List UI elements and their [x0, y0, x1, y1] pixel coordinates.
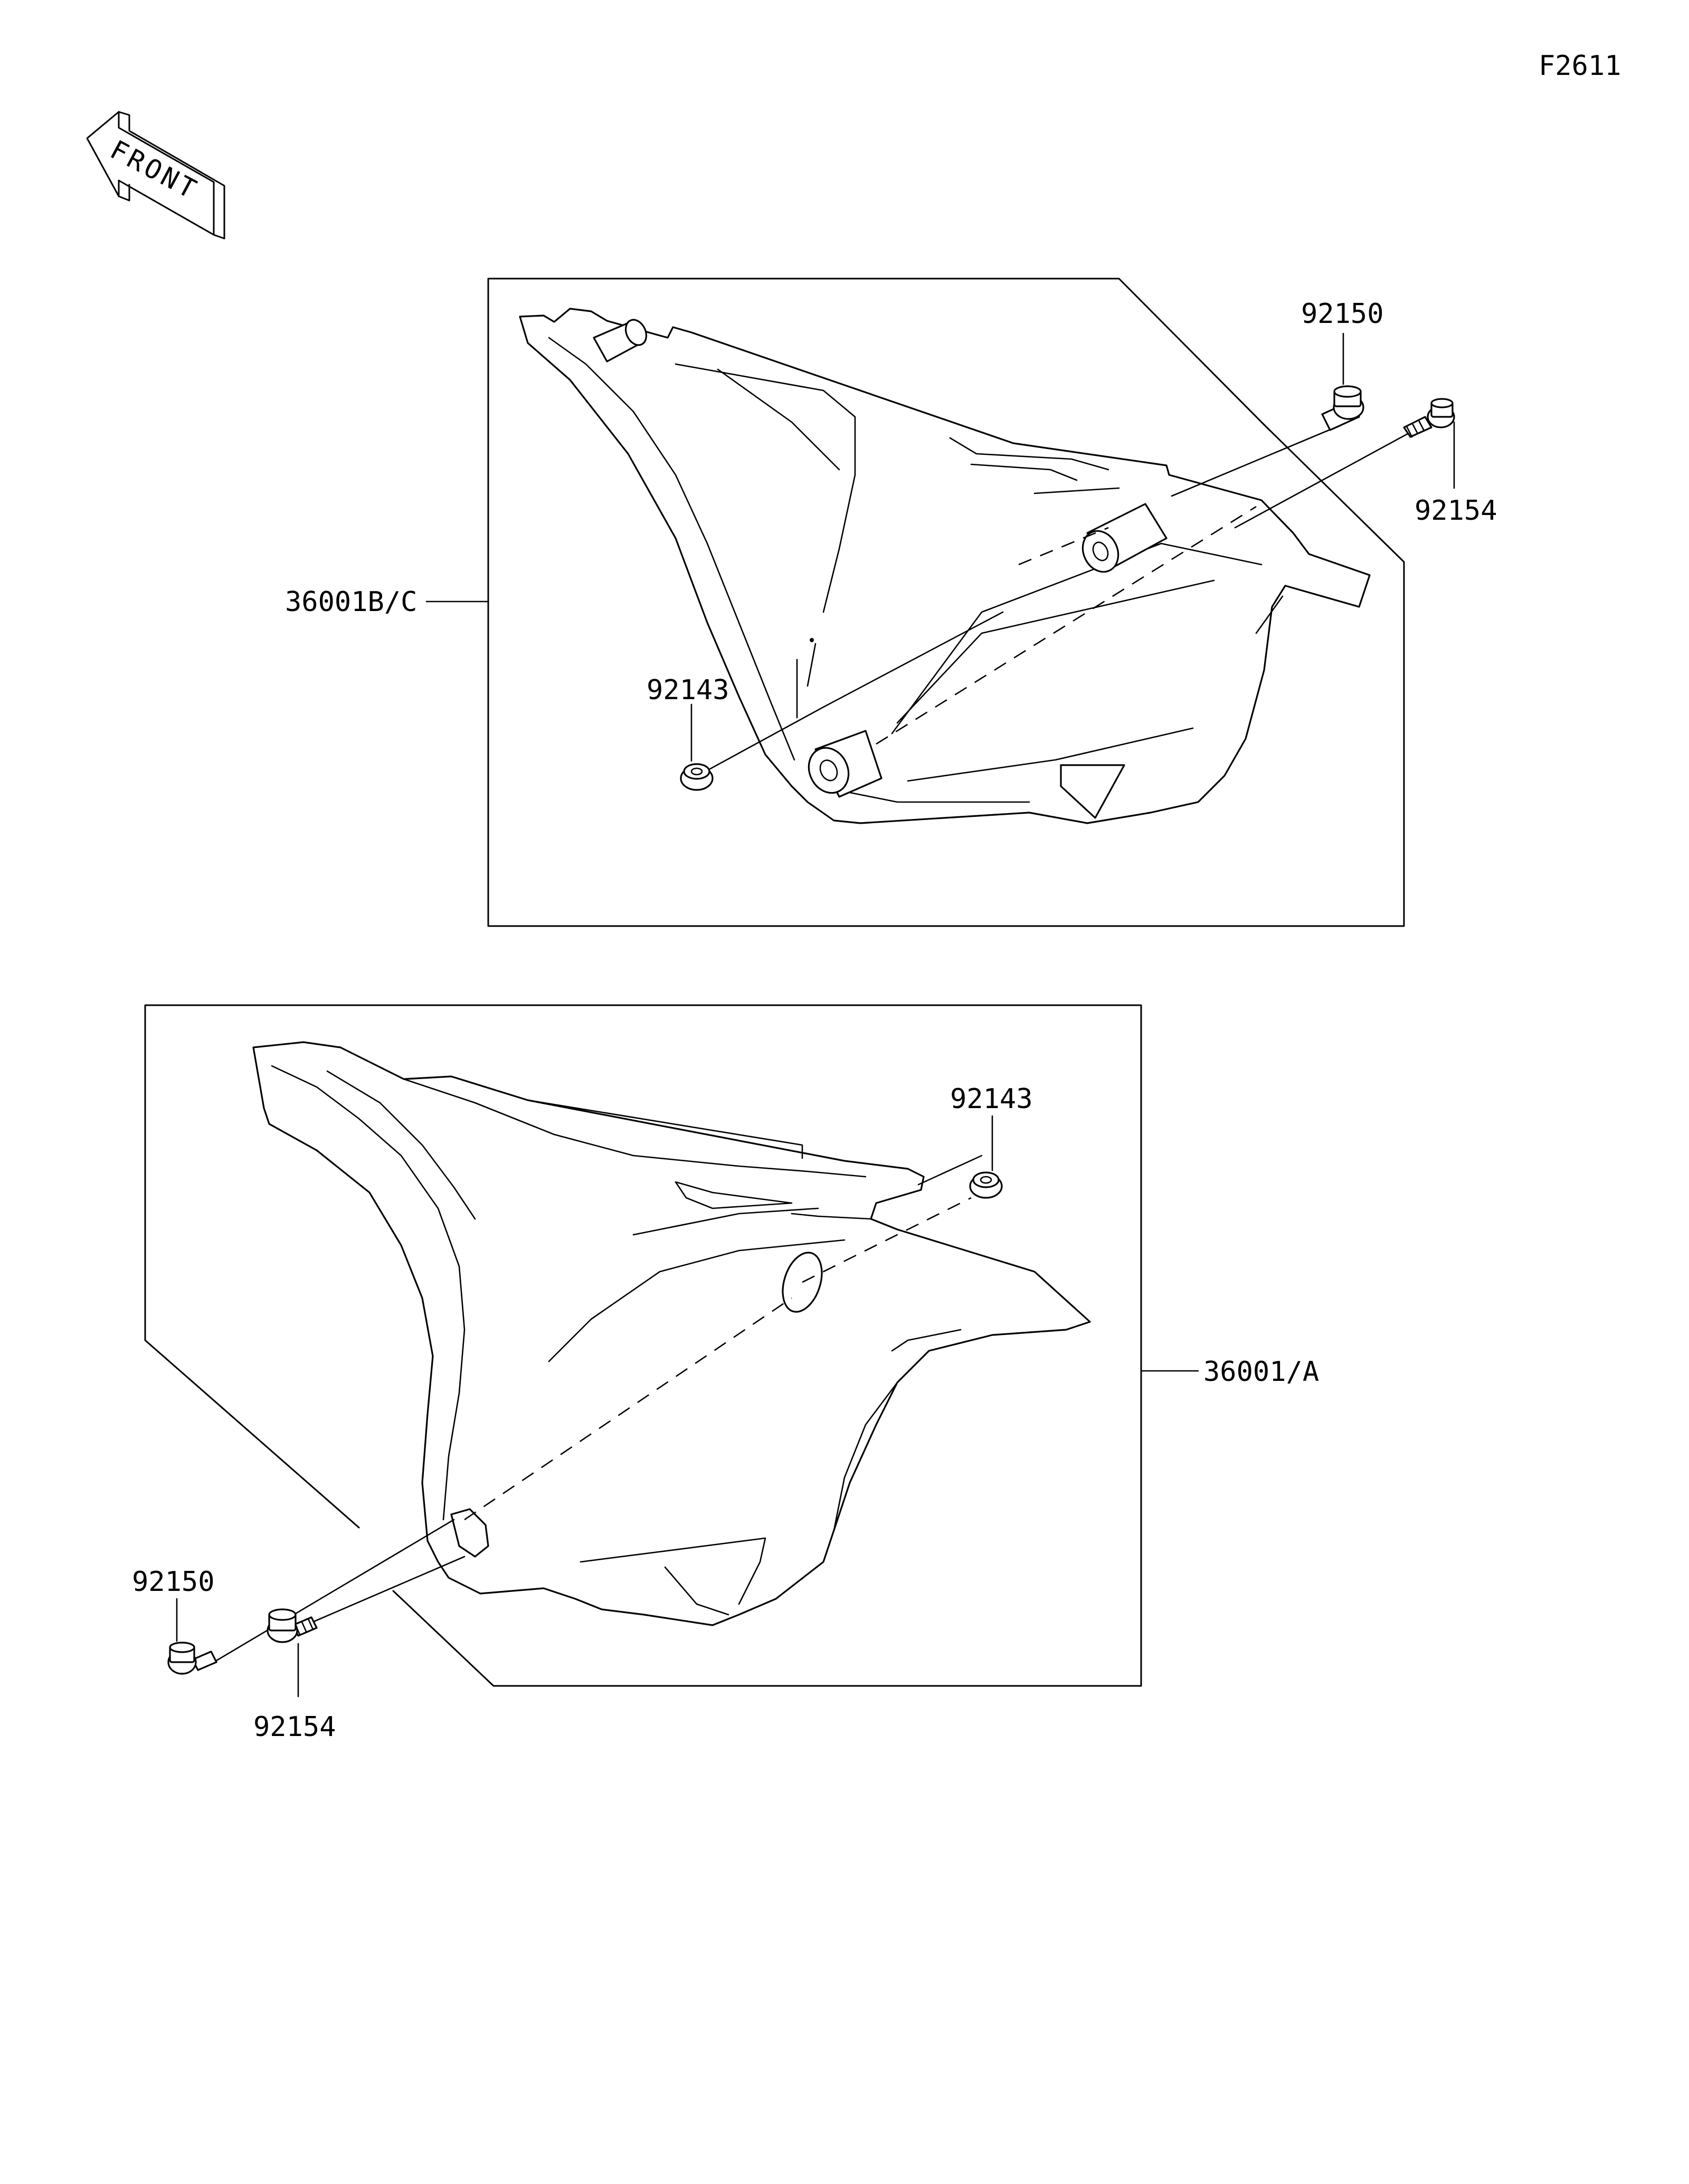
bolt-92154-upper [1403, 398, 1455, 438]
callout-92154-lower: 92154 [253, 1711, 336, 1743]
bolt-92154-lower [267, 1608, 318, 1643]
callout-92143-upper: 92143 [647, 674, 729, 706]
callout-36001bc: 36001B/C [285, 586, 417, 618]
callout-36001a: 36001/A [1203, 1356, 1319, 1388]
cover-hole-lower [450, 1508, 489, 1558]
callout-92150-upper: 92150 [1301, 298, 1384, 330]
cover-bushing-mid [1081, 503, 1168, 573]
lower-assembly: 92143 36001/A 92150 92154 [132, 1004, 1319, 1743]
cover-mark [810, 638, 814, 642]
bolt-92150-lower [167, 1642, 217, 1675]
callout-92150-lower: 92150 [132, 1566, 215, 1598]
callout-92143-lower: 92143 [950, 1083, 1033, 1115]
cover-bushing-top [593, 319, 648, 363]
grommet-92143-upper [680, 763, 714, 791]
upper-frame [487, 278, 1405, 927]
figure-code: F2611 [1539, 50, 1621, 82]
bolt-92150-upper [1321, 385, 1364, 431]
upper-assembly: 36001B/C 92150 92154 92143 [285, 278, 1497, 927]
side-cover-36001a [252, 1041, 1091, 1626]
cover-bushing-low [808, 730, 883, 798]
side-cover-36001bc [519, 308, 1371, 824]
grommet-92143-lower [969, 1171, 1003, 1199]
front-arrow-icon: FRONT [86, 111, 225, 240]
lower-frame [144, 1004, 1142, 1687]
callout-92154-upper: 92154 [1415, 495, 1497, 527]
